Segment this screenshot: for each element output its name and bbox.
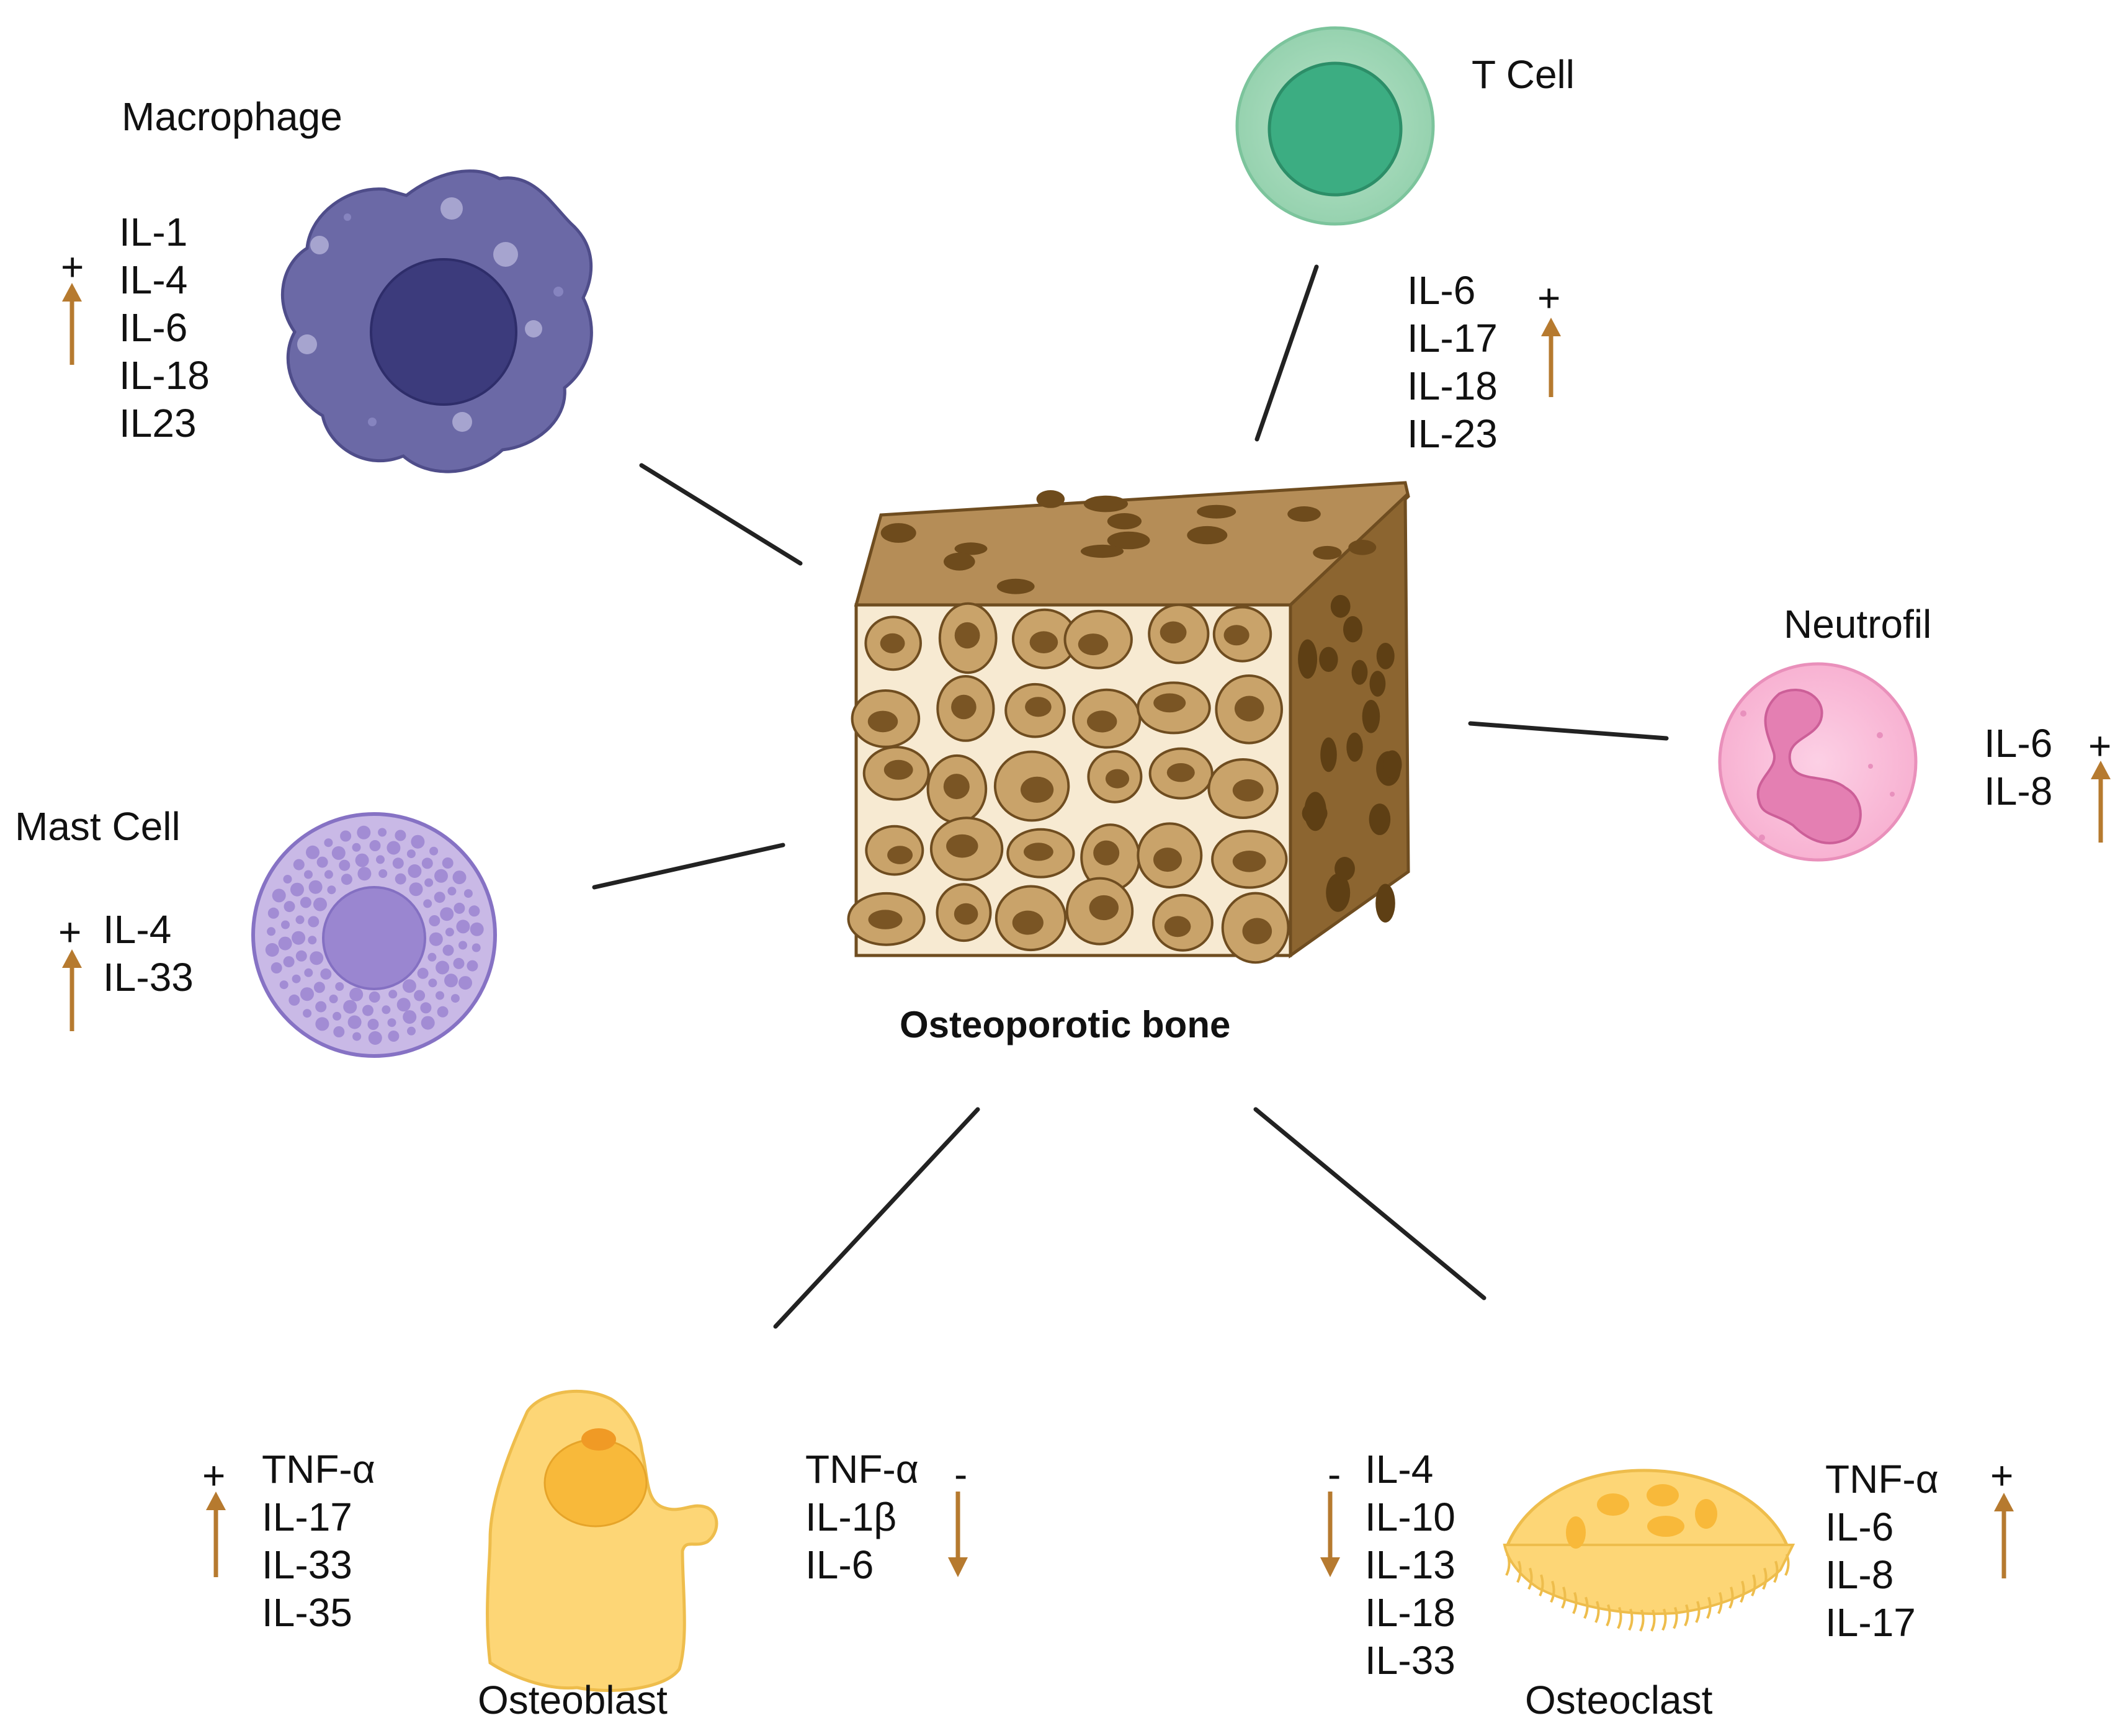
osteoblast-right-item: TNF-α <box>805 1447 919 1492</box>
osteoclast-left-item: IL-13 <box>1365 1542 1455 1587</box>
mastcell-sign: + <box>58 910 82 954</box>
tcell-sign: + <box>1537 275 1561 320</box>
osteoclast-left-item: IL-4 <box>1365 1447 1434 1492</box>
macrophage-item: IL-1 <box>119 210 188 254</box>
neutrofil-arrow-up-icon <box>2091 761 2111 843</box>
osteoclast-left-list: IL-4 IL-10 IL-13 IL-18 IL-33 <box>1365 1446 1455 1685</box>
neutrofil-title: Neutrofil <box>1784 602 1932 647</box>
macrophage-arrow-up-icon <box>62 283 82 365</box>
mastcell-title: Mast Cell <box>15 804 181 849</box>
osteoclast-right-arrow-up-icon <box>1994 1493 2014 1578</box>
mastcell-item: IL-4 <box>103 907 172 952</box>
osteoclast-left-arrow-down-icon <box>1320 1492 1340 1577</box>
osteoblast-right-arrow-down-icon <box>948 1492 968 1577</box>
macrophage-title: Macrophage <box>122 94 342 139</box>
osteoblast-right-list: TNF-α IL-1β IL-6 <box>805 1446 919 1589</box>
center-label: Osteoporotic bone <box>900 1004 1231 1045</box>
osteoblast-left-item: IL-17 <box>262 1495 352 1539</box>
osteoclast-right-item: IL-6 <box>1825 1505 1894 1549</box>
mastcell-list: IL-4 IL-33 <box>103 906 194 1001</box>
osteoclast-right-list: TNF-α IL-6 IL-8 IL-17 <box>1825 1456 1939 1647</box>
osteoblast-left-arrow-up-icon <box>206 1492 226 1577</box>
neutrofil-item: IL-8 <box>1984 769 2053 813</box>
neutrofil-item: IL-6 <box>1984 721 2053 766</box>
connector-mastcell <box>592 843 785 890</box>
neutrofil-list: IL-6 IL-8 <box>1984 720 2052 815</box>
tcell-title: T Cell <box>1472 52 1575 97</box>
osteoblast-right-sign: - <box>954 1452 968 1497</box>
macrophage-item: IL-18 <box>119 353 210 398</box>
osteoblast-left-item: IL-35 <box>262 1590 352 1635</box>
macrophage-cell-illustration <box>280 169 593 473</box>
osteoclast-left-item: IL-18 <box>1365 1590 1455 1635</box>
macrophage-list: IL-1 IL-4 IL-6 IL-18 IL23 <box>119 208 210 447</box>
osteoclast-right-item: IL-8 <box>1825 1552 1894 1597</box>
neutrofil-sign: + <box>2088 723 2112 768</box>
osteoclast-right-sign: + <box>1990 1453 2014 1498</box>
connector-lines <box>592 264 1669 1329</box>
tcell-item: IL-17 <box>1407 316 1498 360</box>
osteoblast-right-item: IL-1β <box>805 1495 897 1539</box>
osteoclast-right-item: IL-17 <box>1825 1600 1916 1645</box>
osteoclast-title: Osteoclast <box>1525 1678 1713 1722</box>
tcell-item: IL-23 <box>1407 411 1498 456</box>
osteoclast-left-item: IL-10 <box>1365 1495 1455 1539</box>
mastcell-arrow-up-icon <box>62 949 82 1031</box>
mastcell-illustration <box>251 812 497 1058</box>
osteoblast-left-item: TNF-α <box>262 1447 375 1492</box>
connector-osteoclast <box>1253 1107 1486 1300</box>
macrophage-sign: + <box>61 244 84 289</box>
tcell-list: IL-6 IL-17 IL-18 IL-23 <box>1407 267 1498 458</box>
macrophage-item: IL-4 <box>119 257 188 302</box>
osteoblast-left-item: IL-33 <box>262 1542 352 1587</box>
macrophage-item: IL23 <box>119 401 197 445</box>
tcell-arrow-up-icon <box>1541 318 1561 397</box>
tcell-item: IL-18 <box>1407 364 1498 408</box>
connector-neutrofil <box>1468 721 1669 741</box>
tcell-item: IL-6 <box>1407 268 1476 313</box>
osteoblast-left-sign: + <box>202 1453 226 1498</box>
osteoblast-right-item: IL-6 <box>805 1542 874 1587</box>
connector-osteoblast <box>773 1107 980 1329</box>
osteoblast-illustration <box>486 1389 718 1693</box>
osteoclast-right-item: TNF-α <box>1825 1457 1939 1501</box>
macrophage-item: IL-6 <box>119 305 188 350</box>
osteoblast-left-list: TNF-α IL-17 IL-33 IL-35 <box>262 1446 375 1637</box>
osteoblast-title: Osteoblast <box>478 1678 668 1722</box>
neutrofil-illustration <box>1718 662 1918 862</box>
connector-tcell <box>1254 264 1319 442</box>
osteoclast-illustration <box>1503 1469 1795 1632</box>
connector-macrophage <box>639 463 803 566</box>
osteoclast-left-sign: - <box>1328 1452 1341 1497</box>
osteoporotic-bone-illustration <box>847 481 1410 964</box>
osteoclast-left-item: IL-33 <box>1365 1638 1455 1683</box>
tcell-illustration <box>1235 26 1435 226</box>
mastcell-item: IL-33 <box>103 955 194 1000</box>
